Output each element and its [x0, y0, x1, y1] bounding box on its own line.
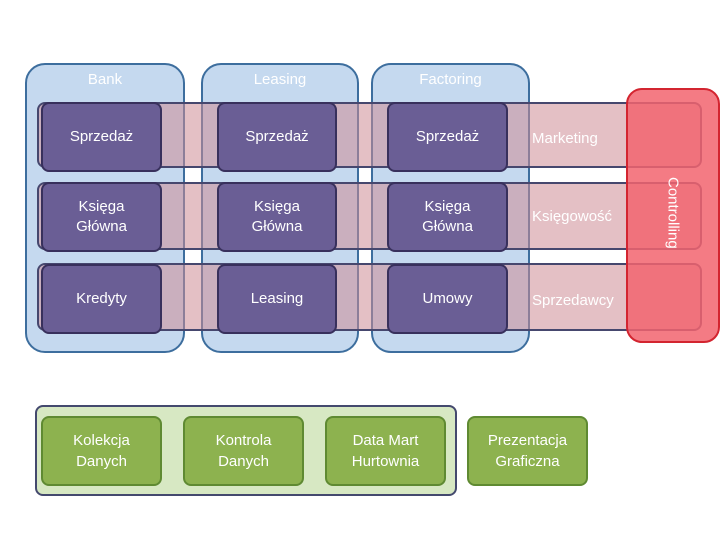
- box-kolekcja-danych: Kolekcja Danych: [41, 416, 162, 486]
- row-label-marketing: Marketing: [532, 130, 598, 147]
- cell-leasing-sprzedaz: Sprzedaż: [217, 102, 337, 172]
- cell-factoring-ksiega: Księga Główna: [387, 182, 508, 252]
- controlling-label: Controlling: [664, 177, 682, 249]
- row-label-ksiegowosc: Księgowość: [532, 208, 613, 225]
- cell-bank-kredyty: Kredyty: [41, 264, 162, 334]
- cell-factoring-sprzedaz: Sprzedaż: [387, 102, 508, 172]
- cell-factoring-umowy: Umowy: [387, 264, 508, 334]
- box-data-mart-hurtownia: Data Mart Hurtownia: [325, 416, 446, 486]
- row-label-sprzedawcy: Sprzedawcy: [532, 292, 614, 309]
- cell-bank-sprzedaz: Sprzedaż: [41, 102, 162, 172]
- cell-bank-ksiega: Księga Główna: [41, 182, 162, 252]
- column-label-bank: Bank: [87, 71, 123, 88]
- box-prezentacja-graficzna: Prezentacja Graficzna: [467, 416, 588, 486]
- box-kontrola-danych: Kontrola Danych: [183, 416, 304, 486]
- cell-leasing-leasing: Leasing: [217, 264, 337, 334]
- cell-leasing-ksiega: Księga Główna: [217, 182, 337, 252]
- controlling-bar: Controlling: [626, 88, 720, 343]
- column-label-leasing: Leasing: [253, 71, 307, 88]
- column-label-factoring: Factoring: [419, 71, 482, 88]
